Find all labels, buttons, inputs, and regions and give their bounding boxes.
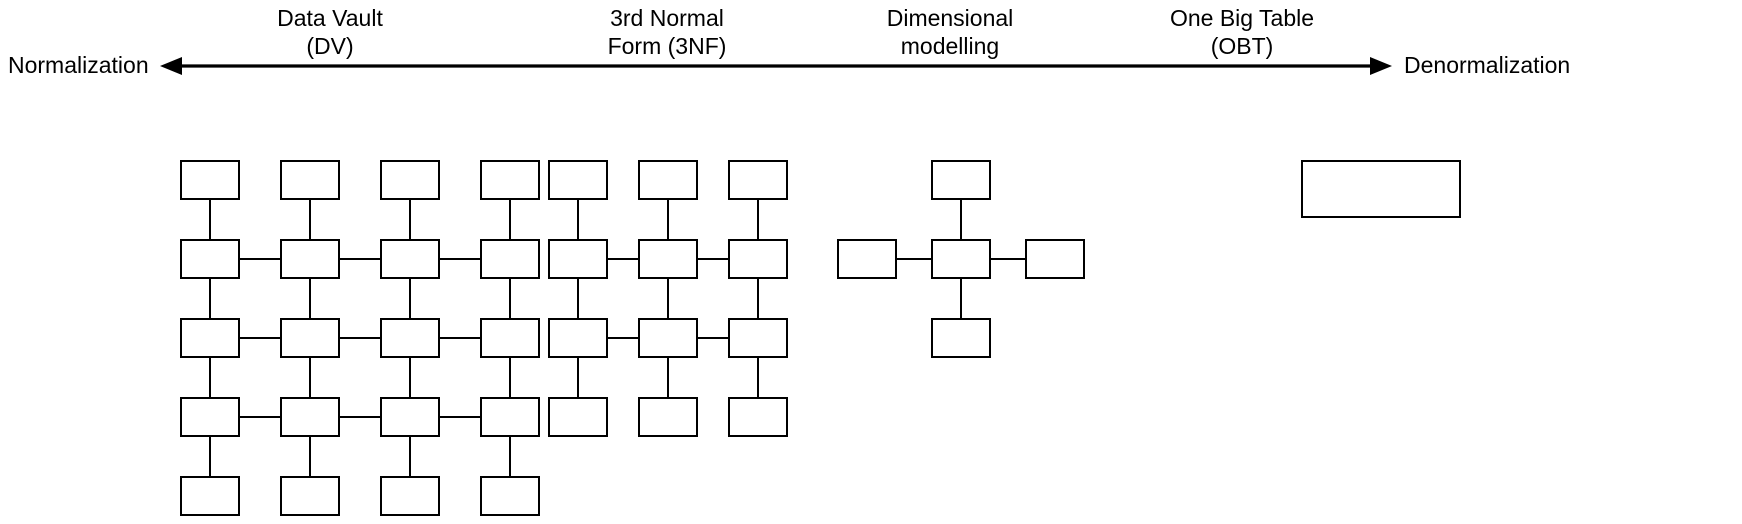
edge-vertical — [667, 198, 670, 241]
table-node[interactable] — [180, 397, 240, 437]
edge-vertical — [509, 356, 512, 399]
table-node[interactable] — [180, 318, 240, 358]
table-node[interactable] — [380, 160, 440, 200]
table-node[interactable] — [280, 476, 340, 516]
edge-vertical — [309, 435, 312, 478]
table-node[interactable] — [280, 239, 340, 279]
table-node[interactable] — [480, 476, 540, 516]
edge-vertical — [757, 198, 760, 241]
edge-vertical — [409, 356, 412, 399]
table-node[interactable] — [380, 476, 440, 516]
table-node[interactable] — [480, 397, 540, 437]
table-node[interactable] — [638, 160, 698, 200]
edge-horizontal — [606, 337, 640, 340]
double-headed-horizontal-arrow-icon — [160, 57, 1392, 75]
edge-vertical — [577, 356, 580, 399]
table-node[interactable] — [1025, 239, 1085, 279]
table-node[interactable] — [280, 160, 340, 200]
stage-label-data-vault: Data Vault (DV) — [277, 5, 383, 59]
table-node[interactable] — [548, 239, 608, 279]
edge-horizontal — [438, 337, 482, 340]
edge-horizontal — [338, 416, 382, 419]
table-node[interactable] — [931, 160, 991, 200]
table-node[interactable] — [380, 239, 440, 279]
edge-vertical — [667, 356, 670, 399]
table-node[interactable] — [837, 239, 897, 279]
table-node[interactable] — [931, 239, 991, 279]
table-node[interactable] — [728, 397, 788, 437]
table-node[interactable] — [931, 318, 991, 358]
edge-vertical — [757, 277, 760, 320]
table-node[interactable] — [180, 160, 240, 200]
edge-vertical — [309, 356, 312, 399]
table-node[interactable] — [638, 318, 698, 358]
table-node[interactable] — [380, 318, 440, 358]
table-node[interactable] — [480, 318, 540, 358]
edge-vertical — [757, 356, 760, 399]
table-node[interactable] — [180, 476, 240, 516]
edge-horizontal — [989, 258, 1027, 261]
edge-vertical — [309, 198, 312, 241]
edge-vertical — [209, 277, 212, 320]
edge-vertical — [960, 198, 963, 241]
edge-horizontal — [338, 258, 382, 261]
edge-vertical — [309, 277, 312, 320]
edge-horizontal — [696, 337, 730, 340]
edge-vertical — [509, 198, 512, 241]
edge-vertical — [577, 198, 580, 241]
edge-vertical — [409, 435, 412, 478]
edge-vertical — [509, 435, 512, 478]
edge-horizontal — [895, 258, 933, 261]
edge-horizontal — [238, 416, 282, 419]
table-node[interactable] — [380, 397, 440, 437]
edge-horizontal — [438, 258, 482, 261]
edge-vertical — [209, 435, 212, 478]
edge-horizontal — [338, 337, 382, 340]
table-node[interactable] — [180, 239, 240, 279]
table-node[interactable] — [548, 397, 608, 437]
edge-horizontal — [438, 416, 482, 419]
table-node[interactable] — [638, 397, 698, 437]
table-node[interactable] — [280, 397, 340, 437]
table-node[interactable] — [638, 239, 698, 279]
edge-vertical — [409, 198, 412, 241]
edge-vertical — [960, 277, 963, 320]
table-node[interactable] — [480, 239, 540, 279]
edge-vertical — [209, 198, 212, 241]
stage-label-dimensional-modelling: Dimensional modelling — [886, 5, 1014, 59]
edge-horizontal — [238, 258, 282, 261]
edge-vertical — [577, 277, 580, 320]
stage-label-third-normal-form: 3rd Normal Form (3NF) — [607, 5, 727, 59]
axis-label-denormalization: Denormalization — [1404, 52, 1571, 78]
table-node[interactable] — [728, 160, 788, 200]
edge-vertical — [509, 277, 512, 320]
edge-vertical — [209, 356, 212, 399]
edge-vertical — [667, 277, 670, 320]
edge-horizontal — [606, 258, 640, 261]
stage-label-one-big-table: One Big Table (OBT) — [1169, 5, 1315, 59]
table-node[interactable] — [548, 160, 608, 200]
table-node[interactable] — [280, 318, 340, 358]
table-node[interactable] — [480, 160, 540, 200]
table-node[interactable] — [548, 318, 608, 358]
edge-vertical — [409, 277, 412, 320]
table-node[interactable] — [728, 318, 788, 358]
axis-label-normalization: Normalization — [8, 52, 149, 78]
table-node-one-big-table[interactable] — [1301, 160, 1461, 218]
table-node[interactable] — [728, 239, 788, 279]
edge-horizontal — [696, 258, 730, 261]
edge-horizontal — [238, 337, 282, 340]
